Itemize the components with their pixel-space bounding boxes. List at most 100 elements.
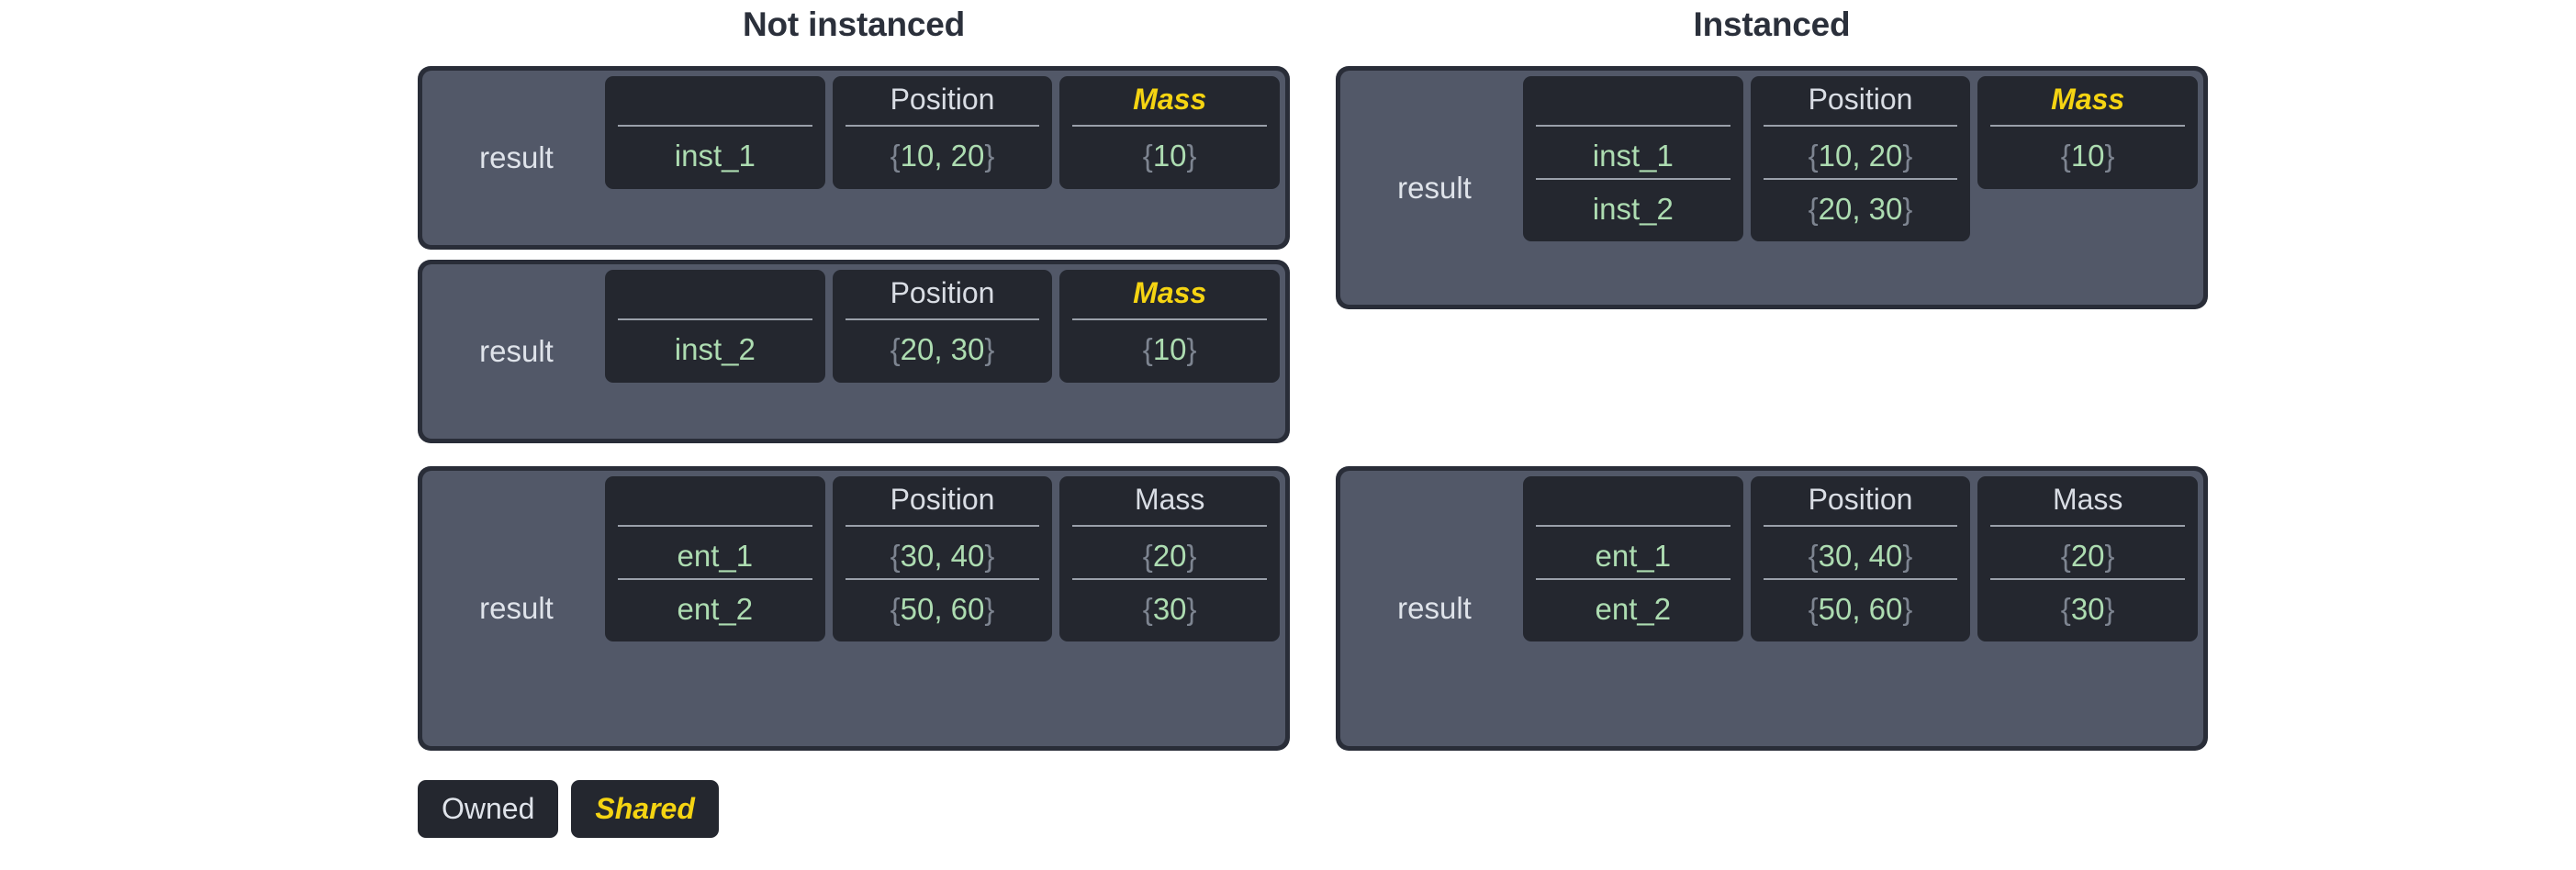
brace-open: { bbox=[2060, 139, 2071, 173]
brace-close: } bbox=[1902, 591, 1913, 626]
brace-close: } bbox=[984, 332, 995, 366]
table-cell: {20, 30} bbox=[845, 318, 1040, 372]
column-header: Mass bbox=[2051, 83, 2125, 116]
brace-open: { bbox=[890, 139, 901, 173]
brace-open: { bbox=[890, 591, 901, 626]
brace-open: { bbox=[1808, 139, 1819, 173]
table-cell: {10, 20} bbox=[845, 125, 1040, 178]
table-cell: {30} bbox=[1990, 577, 2186, 631]
table-cell: {30, 40} bbox=[1763, 525, 1958, 578]
table-cell: {30, 40} bbox=[845, 525, 1040, 578]
table-cell: inst_1 bbox=[1536, 125, 1730, 178]
brace-close: } bbox=[1186, 139, 1197, 173]
table-cell: {50, 60} bbox=[1763, 577, 1958, 631]
column-header: Position bbox=[1808, 83, 1913, 116]
brace-close: } bbox=[984, 139, 995, 173]
brace-open: { bbox=[1142, 539, 1153, 573]
brace-close: } bbox=[984, 591, 995, 626]
column-card-name: inst_2 bbox=[605, 270, 825, 383]
brace-open: { bbox=[1142, 332, 1153, 366]
brace-close: } bbox=[1902, 139, 1913, 173]
column-card-mass: Mass {10} bbox=[1059, 76, 1281, 189]
table-cell: inst_2 bbox=[1536, 177, 1730, 231]
brace-open: { bbox=[1142, 591, 1153, 626]
column-title-instanced: Instanced bbox=[1693, 6, 1851, 43]
column-header: Mass bbox=[1134, 483, 1205, 516]
legend: Owned Shared bbox=[418, 780, 719, 838]
result-label: result bbox=[479, 591, 554, 625]
table-cell: {20} bbox=[1072, 525, 1268, 578]
column-card-position: Position {10, 20}{20, 30} bbox=[1750, 76, 1971, 242]
column-header bbox=[618, 476, 812, 525]
column-header: Position bbox=[890, 276, 995, 309]
brace-close: } bbox=[1186, 332, 1197, 366]
table-cell: {20} bbox=[1990, 525, 2186, 578]
table-cell: {20, 30} bbox=[1763, 177, 1958, 231]
table-cell: ent_2 bbox=[1536, 577, 1730, 631]
column-header bbox=[1536, 76, 1730, 125]
table-cell: inst_2 bbox=[618, 318, 812, 372]
brace-open: { bbox=[1808, 191, 1819, 226]
result-label: result bbox=[1397, 591, 1472, 625]
table-cell: inst_1 bbox=[618, 125, 812, 178]
brace-open: { bbox=[2060, 539, 2071, 573]
table-cell: {10, 20} bbox=[1763, 125, 1958, 178]
column-header: Mass bbox=[1133, 83, 1207, 116]
column-header: Mass bbox=[2052, 483, 2123, 516]
column-card-position: Position {10, 20} bbox=[832, 76, 1053, 189]
column-header bbox=[618, 270, 812, 318]
legend-chip-shared: Shared bbox=[571, 780, 719, 838]
brace-close: } bbox=[1186, 591, 1197, 626]
column-header: Mass bbox=[1133, 276, 1207, 309]
column-card-mass: Mass {20}{30} bbox=[1977, 476, 2199, 642]
column-header: Position bbox=[890, 483, 995, 516]
table-cell: {10} bbox=[1990, 125, 2186, 178]
result-label: result bbox=[1397, 170, 1472, 205]
brace-close: } bbox=[2104, 591, 2115, 626]
table-cell: ent_1 bbox=[1536, 525, 1730, 578]
column-card-mass: Mass{20}{30} bbox=[1059, 476, 1281, 642]
brace-open: { bbox=[1808, 539, 1819, 573]
column-title-not-instanced: Not instanced bbox=[742, 6, 966, 43]
brace-open: { bbox=[2060, 591, 2071, 626]
result-label: result bbox=[479, 140, 554, 174]
brace-open: { bbox=[890, 332, 901, 366]
column-card-mass: Mass {10} bbox=[1977, 76, 2199, 189]
brace-close: } bbox=[2104, 139, 2115, 173]
column-card-name: inst_1 bbox=[605, 76, 825, 189]
column-card-mass: Mass {10} bbox=[1059, 270, 1281, 383]
table-panel: result inst_1 Position {10, 20} Mass {10} bbox=[422, 71, 1285, 245]
column-card-position: Position {30, 40}{50, 60} bbox=[832, 476, 1053, 642]
brace-close: } bbox=[1186, 539, 1197, 573]
column-card-position: Position {20, 30} bbox=[832, 270, 1053, 383]
column-group: inst_2 Position {20, 30} Mass {10} bbox=[605, 270, 1281, 433]
brace-close: } bbox=[1902, 539, 1913, 573]
table-cell: {10} bbox=[1072, 318, 1268, 372]
brace-close: } bbox=[2104, 539, 2115, 573]
brace-open: { bbox=[890, 539, 901, 573]
brace-close: } bbox=[984, 539, 995, 573]
column-header: Position bbox=[1808, 483, 1913, 516]
column-group: inst_1 Position {10, 20} Mass {10} bbox=[605, 76, 1281, 240]
column-header: Position bbox=[890, 83, 995, 116]
column-header bbox=[618, 76, 812, 125]
table-cell: {10} bbox=[1072, 125, 1268, 178]
legend-chip-owned: Owned bbox=[418, 780, 559, 838]
table-cell: {50, 60} bbox=[845, 577, 1040, 631]
column-header bbox=[1536, 476, 1730, 525]
brace-open: { bbox=[1142, 139, 1153, 173]
